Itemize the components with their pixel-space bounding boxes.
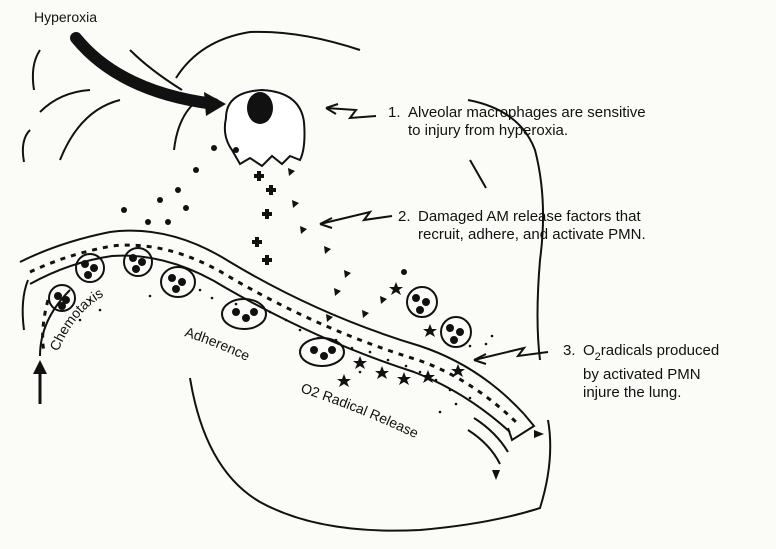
label-hyperoxia: Hyperoxia <box>34 8 97 26</box>
pmn-cell <box>222 299 266 329</box>
pmn-cell <box>441 317 471 347</box>
factor-dot <box>175 187 181 193</box>
factor-dot <box>157 197 163 203</box>
factor-triangle <box>292 200 299 208</box>
radical-star <box>353 356 367 369</box>
factor-dot <box>183 205 189 211</box>
pmn-cell <box>124 248 152 276</box>
radical-star <box>389 282 403 295</box>
annotation-1: 1.Alveolar macrophages are sensitive to … <box>388 104 646 140</box>
factor-dot <box>165 219 171 225</box>
radical-star <box>423 324 437 337</box>
annotation-line: O2radicals produced <box>583 342 719 359</box>
factor-triangle <box>344 270 351 278</box>
pmn-cell <box>76 254 104 282</box>
pmn-cell <box>161 267 195 297</box>
factor-triangle <box>300 226 307 234</box>
factor-cross <box>262 255 272 265</box>
factor-dot <box>401 269 407 275</box>
factor-cross <box>266 185 276 195</box>
blood-flow-arrows <box>33 360 544 480</box>
annotation-line: Alveolar macrophages are sensitive <box>408 104 646 121</box>
factor-cross <box>252 237 262 247</box>
factor-dot <box>145 219 151 225</box>
annotation-2: 2.Damaged AM release factors that recrui… <box>398 208 646 244</box>
factor-cross <box>254 171 264 181</box>
factor-dot <box>233 147 239 153</box>
pmn-cell <box>407 287 437 317</box>
factor-triangle <box>324 246 331 254</box>
pmn-cell <box>300 338 344 366</box>
macrophage-nucleus <box>247 92 273 124</box>
annotation-line: to injury from hyperoxia. <box>388 122 646 140</box>
label-radical-release: O2 Radical Release <box>299 380 421 442</box>
factor-cross <box>262 209 272 219</box>
annotation-line: by activated PMN <box>563 366 719 384</box>
annotation-number: 3. <box>563 342 583 360</box>
factor-dot <box>211 145 217 151</box>
factor-triangle <box>288 168 295 176</box>
factor-triangle <box>326 314 333 322</box>
annotation-3: 3.O2radicals produced by activated PMN i… <box>563 342 719 402</box>
annotation-number: 1. <box>388 104 408 122</box>
factor-triangle <box>362 310 369 318</box>
factor-dot <box>193 167 199 173</box>
factor-dot <box>121 207 127 213</box>
annotation-number: 2. <box>398 208 418 226</box>
radical-star <box>375 366 389 379</box>
annotation-line: recruit, adhere, and activate PMN. <box>398 226 646 244</box>
factor-triangle <box>334 288 341 296</box>
annotation-line: Damaged AM release factors that <box>418 208 641 225</box>
radical-star <box>337 374 351 387</box>
annotation-line: injure the lung. <box>563 384 719 402</box>
factor-triangle <box>380 296 387 304</box>
radical-star <box>397 372 411 385</box>
alveolar-macrophage <box>225 90 305 166</box>
oxygen-radicals <box>337 282 465 387</box>
